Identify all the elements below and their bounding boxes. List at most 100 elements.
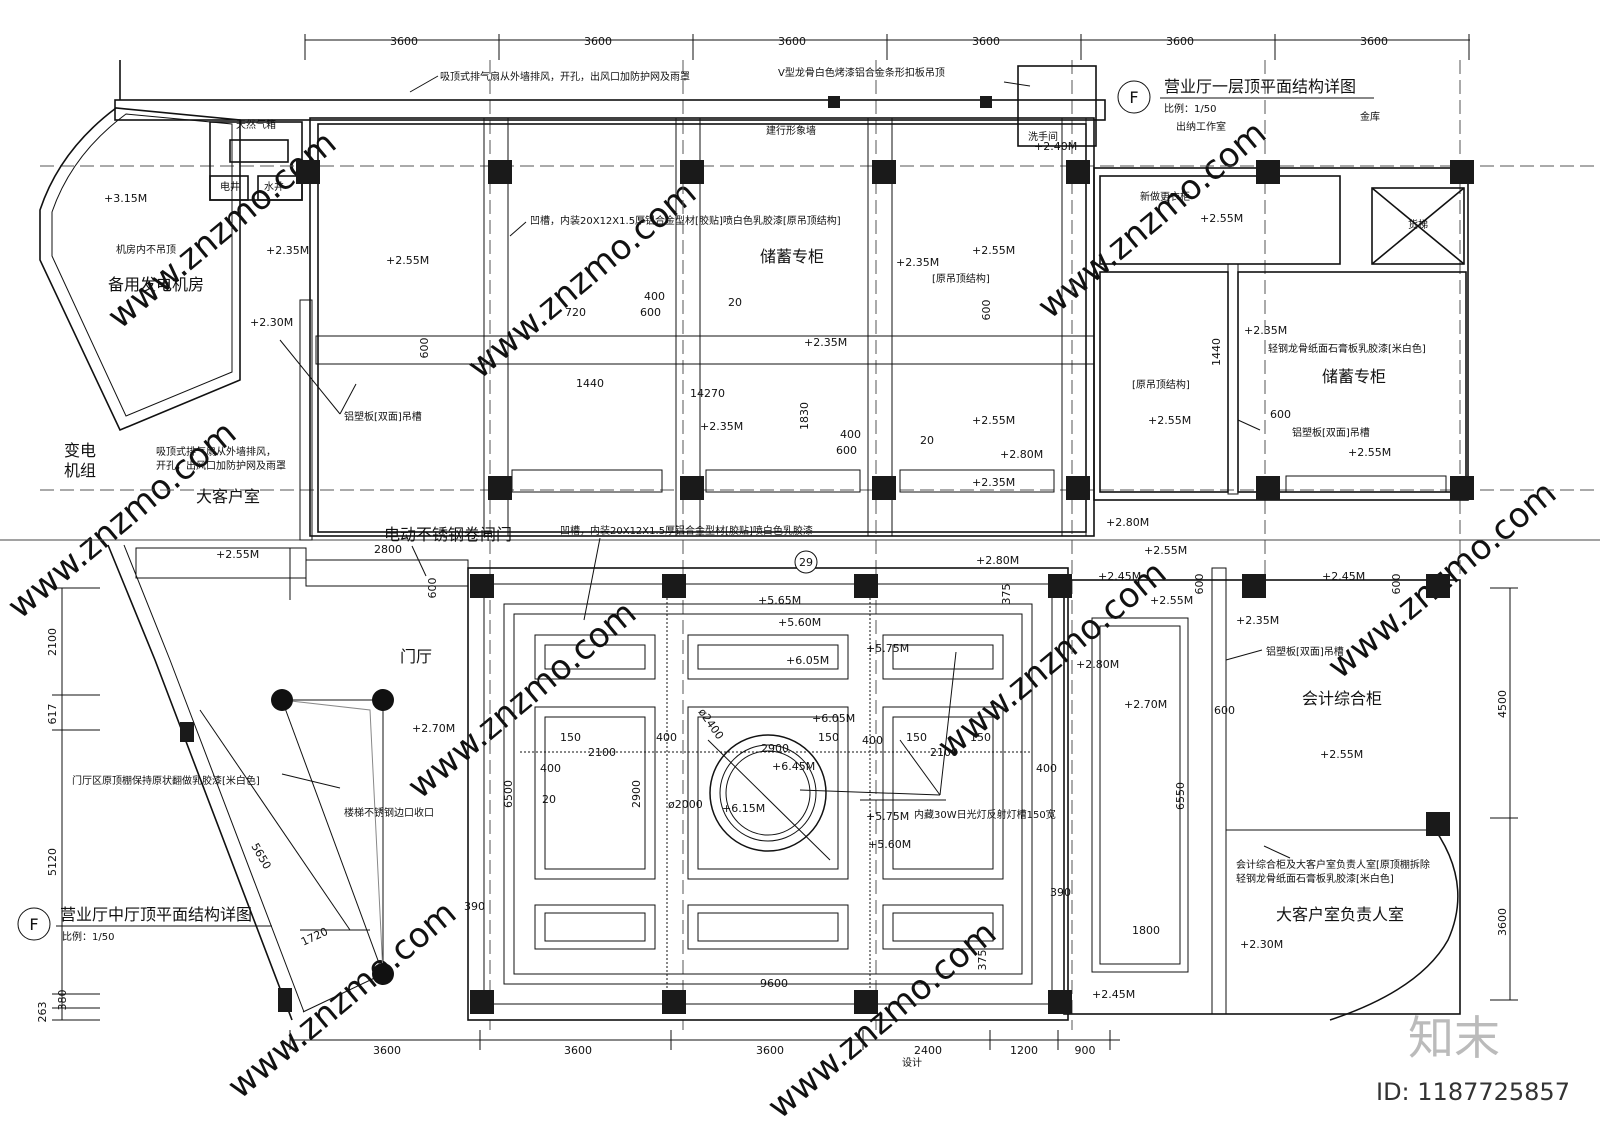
- room-accounting: 会计综合柜: [1302, 689, 1382, 708]
- svg-text:+2.55M: +2.55M: [972, 414, 1015, 427]
- dim-600-g: 600: [1193, 574, 1206, 595]
- svg-text:+6.45M: +6.45M: [772, 760, 815, 773]
- svg-text:+5.75M: +5.75M: [866, 810, 909, 823]
- elev-2: +2.35M: [266, 244, 309, 257]
- brand-watermark: 知末 ID: 1187725857: [1376, 1011, 1570, 1106]
- svg-text:+2.55M: +2.55M: [386, 254, 429, 267]
- elev-4: +2.55M: [386, 254, 429, 267]
- grid-bubble-label: 29: [799, 556, 813, 569]
- room-vault: 金库: [1360, 110, 1380, 123]
- elev-36: +2.35M: [1236, 614, 1279, 627]
- svg-text:+2.55M: +2.55M: [1348, 446, 1391, 459]
- note-v-keel: V型龙骨白色烤漆铝合金条形扣板吊顶: [778, 66, 945, 79]
- svg-text:+2.80M: +2.80M: [1106, 516, 1149, 529]
- svg-text:+2.70M: +2.70M: [1124, 698, 1167, 711]
- dim-2100-a: 2100: [588, 746, 616, 759]
- dim-top-6: 3600: [1360, 35, 1388, 48]
- dim-top-5: 3600: [1166, 35, 1194, 48]
- svg-text:+2.35M: +2.35M: [972, 476, 1015, 489]
- dimension-texts: 3600 3600 3600 3600 3600 3600 3600 3600 …: [36, 35, 1509, 1057]
- dim-d2000: ø2000: [668, 798, 703, 811]
- svg-text:+6.05M: +6.05M: [786, 654, 829, 667]
- left-dimension-line: [52, 587, 100, 1021]
- watermark-site-1: www.znzmo.com: [100, 123, 344, 337]
- dim-bottom-4: 2400: [914, 1044, 942, 1057]
- note-orig-ceiling: [原吊顶结构]: [932, 272, 990, 285]
- svg-text:+2.80M: +2.80M: [1076, 658, 1119, 671]
- lobby-stair: [107, 544, 469, 1021]
- note-exhaust-top: 吸顶式排气扇从外墙排风，开孔，出风口加防护网及雨罩: [440, 70, 690, 83]
- dim-14270: 14270: [690, 387, 725, 400]
- note-alu-trough-1: 铝塑板[双面]吊槽: [344, 410, 422, 423]
- room-savings-2: 储蓄专柜: [1322, 367, 1386, 386]
- note-stair: 楼梯不锈钢边口收口: [344, 806, 434, 819]
- elev-27: +5.75M: [866, 642, 909, 655]
- room-rolling-door: 电动不锈钢卷闸门: [384, 525, 512, 544]
- elev-16: +2.35M: [972, 476, 1015, 489]
- elev-39: +2.45M: [1092, 988, 1135, 1001]
- dim-400-e: 400: [862, 734, 883, 747]
- elev-24: +5.65M: [758, 594, 801, 607]
- svg-text:+2.55M: +2.55M: [1148, 414, 1191, 427]
- generator-room-inner-wall: [51, 113, 233, 417]
- dim-5650: 5650: [248, 841, 273, 872]
- note-lobby: 门厅区原顶棚保持原状翻做乳胶漆[米白色]: [72, 774, 260, 787]
- svg-text:+6.05M: +6.05M: [812, 712, 855, 725]
- dim-400-c: 400: [540, 762, 561, 775]
- note-groove-2: 凹槽，内装20X12X1.5厚铝合金型材[胶贴]喷白色乳胶漆: [560, 524, 813, 537]
- watermark-site-4: www.znzmo.com: [0, 413, 244, 627]
- note-exhaust-left-2: 开孔，出风口加防护网及雨罩: [156, 459, 286, 472]
- svg-text:+2.35M: +2.35M: [1244, 324, 1287, 337]
- dim-400-f: 400: [1036, 762, 1057, 775]
- dim-left-4: 380: [56, 990, 69, 1011]
- note-gypsum: 轻钢龙骨纸面石膏板乳胶漆[米白色]: [1268, 342, 1426, 355]
- dim-600-b: 600: [836, 444, 857, 457]
- dim-2100-b: 2100: [930, 746, 958, 759]
- dim-600-e: 600: [1270, 408, 1291, 421]
- elev-6: +2.35M: [896, 256, 939, 269]
- dim-150-d: 150: [970, 731, 991, 744]
- dim-20-c: 20: [542, 793, 556, 806]
- elev-34: +2.80M: [1076, 658, 1119, 671]
- dim-150-a: 150: [560, 731, 581, 744]
- room-lobby: 门厅: [400, 647, 432, 666]
- dim-top-4: 3600: [972, 35, 1000, 48]
- svg-text:+6.15M: +6.15M: [722, 802, 765, 815]
- elev-9: +2.55M: [972, 414, 1015, 427]
- dim-1830: 1830: [798, 402, 811, 430]
- note-light-trough: 内藏30W日光灯反射灯槽150宽: [914, 808, 1056, 821]
- elev-18: +2.55M: [216, 548, 259, 561]
- title-lower: F 营业厅中厅顶平面结构详图 比例：1/50: [17, 905, 272, 943]
- room-transformer-2: 机组: [64, 461, 96, 480]
- right-dimension-line: [1490, 587, 1518, 1001]
- axis-lines: [40, 60, 1595, 1030]
- dim-20-a: 20: [728, 296, 742, 309]
- title-upper-badge: F: [1129, 88, 1138, 107]
- room-savings-1: 储蓄专柜: [760, 247, 824, 266]
- elev-29: +6.45M: [772, 760, 815, 773]
- note-orig-ceiling-2: [原吊顶结构]: [1132, 378, 1190, 391]
- svg-text:+2.80M: +2.80M: [1000, 448, 1043, 461]
- elev-25: +5.60M: [778, 616, 821, 629]
- dim-right-1: 4500: [1496, 690, 1509, 718]
- dim-400-a: 400: [644, 290, 665, 303]
- svg-text:+2.55M: +2.55M: [1144, 544, 1187, 557]
- svg-text:+2.30M: +2.30M: [250, 316, 293, 329]
- svg-text:+2.35M: +2.35M: [1236, 614, 1279, 627]
- dim-600-f: 600: [426, 578, 439, 599]
- dim-600-d: 600: [980, 300, 993, 321]
- brand-logo-text: 知末: [1408, 1011, 1500, 1065]
- top-dimension-line: [304, 34, 1470, 60]
- svg-text:+5.60M: +5.60M: [778, 616, 821, 629]
- bottom-dimension-line: [289, 1030, 1120, 1050]
- room-wardrobe: 新做更衣柜: [1140, 190, 1190, 203]
- elev-26: +6.05M: [786, 654, 829, 667]
- room-water-shaft: 水井: [264, 180, 284, 193]
- room-image-wall: 建行形象墙: [766, 124, 816, 137]
- dim-bottom-6: 900: [1075, 1044, 1096, 1057]
- title-upper-name: 营业厅一层顶平面结构详图: [1164, 77, 1356, 96]
- upper-beams: [299, 117, 1447, 541]
- note-alu-trough-3: 铝塑板[双面]吊槽: [1266, 645, 1344, 658]
- elev-7: +2.55M: [972, 244, 1015, 257]
- dim-bottom-5: 1200: [1010, 1044, 1038, 1057]
